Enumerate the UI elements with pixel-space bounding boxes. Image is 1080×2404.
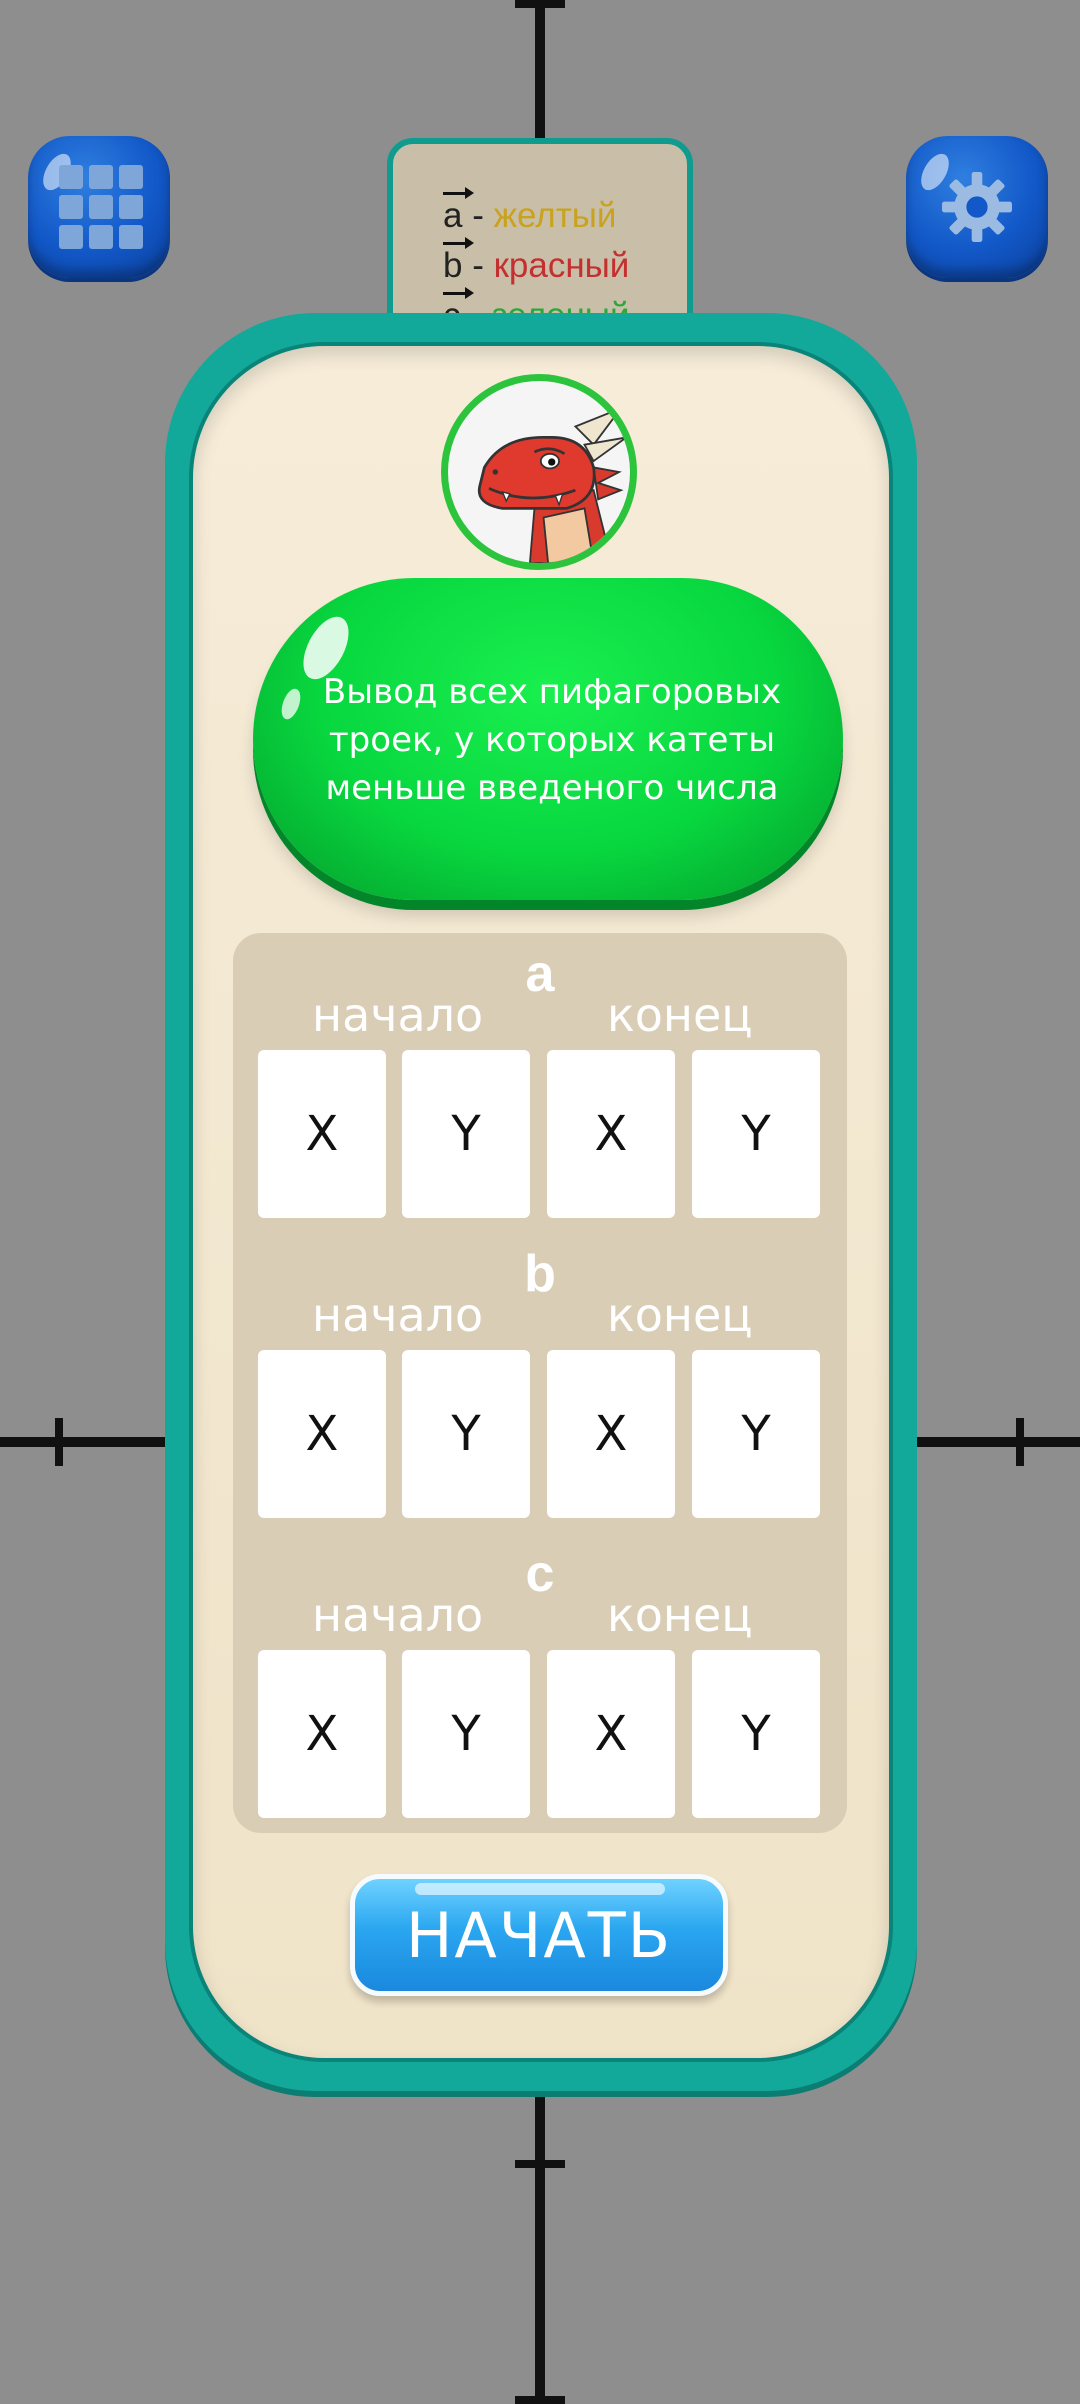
vector-label-c: c xyxy=(525,1545,555,1603)
menu-button[interactable] xyxy=(28,136,170,278)
legend-color-name: желтый xyxy=(493,196,617,235)
axis-tick xyxy=(515,2396,565,2404)
task-line: Вывод всех пифагоровых xyxy=(322,672,782,712)
start-button[interactable]: НАЧАТЬ xyxy=(350,1874,728,1996)
vector-a-end-y-input[interactable]: Y xyxy=(692,1050,820,1218)
vector-label-a: a xyxy=(525,945,555,1003)
vector-b-start-y-input[interactable]: Y xyxy=(402,1350,530,1518)
task-description: Вывод всех пифагоровых троек, у которых … xyxy=(300,668,804,812)
axis-tick xyxy=(1016,1418,1024,1466)
gear-icon xyxy=(942,172,1012,242)
settings-button[interactable] xyxy=(906,136,1048,278)
vector-label-b: b xyxy=(524,1245,556,1303)
legend-dash: - xyxy=(462,196,494,235)
end-label: конец xyxy=(607,1288,753,1342)
vector-c-start-x-input[interactable]: X xyxy=(258,1650,386,1818)
start-button-label: НАЧАТЬ xyxy=(405,1898,673,1972)
dragon-icon xyxy=(477,406,627,563)
grid-icon xyxy=(59,165,143,249)
task-description-button[interactable] xyxy=(253,578,843,900)
vector-a-start-y-input[interactable]: Y xyxy=(402,1050,530,1218)
legend-dash: - xyxy=(462,246,494,285)
axis-tick xyxy=(515,0,565,8)
vector-c-end-x-input[interactable]: X xyxy=(547,1650,675,1818)
start-label: начало xyxy=(312,988,484,1042)
vector-b-end-x-input[interactable]: X xyxy=(547,1350,675,1518)
legend-vector-label: a xyxy=(443,187,475,235)
vector-a-start-x-input[interactable]: X xyxy=(258,1050,386,1218)
legend-row-a: a - желтый xyxy=(443,187,617,236)
legend-row-b: b - красный xyxy=(443,237,630,286)
axis-tick xyxy=(515,2160,565,2168)
task-line: троек, у которых катеты xyxy=(328,720,776,760)
avatar xyxy=(441,374,637,570)
vector-color-legend: a - желтый b - красный c - зеленый xyxy=(387,138,693,338)
vector-b-end-y-input[interactable]: Y xyxy=(692,1350,820,1518)
vector-c-end-y-input[interactable]: Y xyxy=(692,1650,820,1818)
button-gloss xyxy=(415,1883,665,1895)
start-label: начало xyxy=(312,1288,484,1342)
end-label: конец xyxy=(607,988,753,1042)
legend-color-name: красный xyxy=(493,246,630,285)
legend-vector-label: b xyxy=(443,237,475,285)
vector-c-start-y-input[interactable]: Y xyxy=(402,1650,530,1818)
start-label: начало xyxy=(312,1588,484,1642)
axis-tick xyxy=(55,1418,63,1466)
vector-a-end-x-input[interactable]: X xyxy=(547,1050,675,1218)
vector-b-start-x-input[interactable]: X xyxy=(258,1350,386,1518)
task-line: меньше введеного числа xyxy=(325,768,779,808)
end-label: конец xyxy=(607,1588,753,1642)
